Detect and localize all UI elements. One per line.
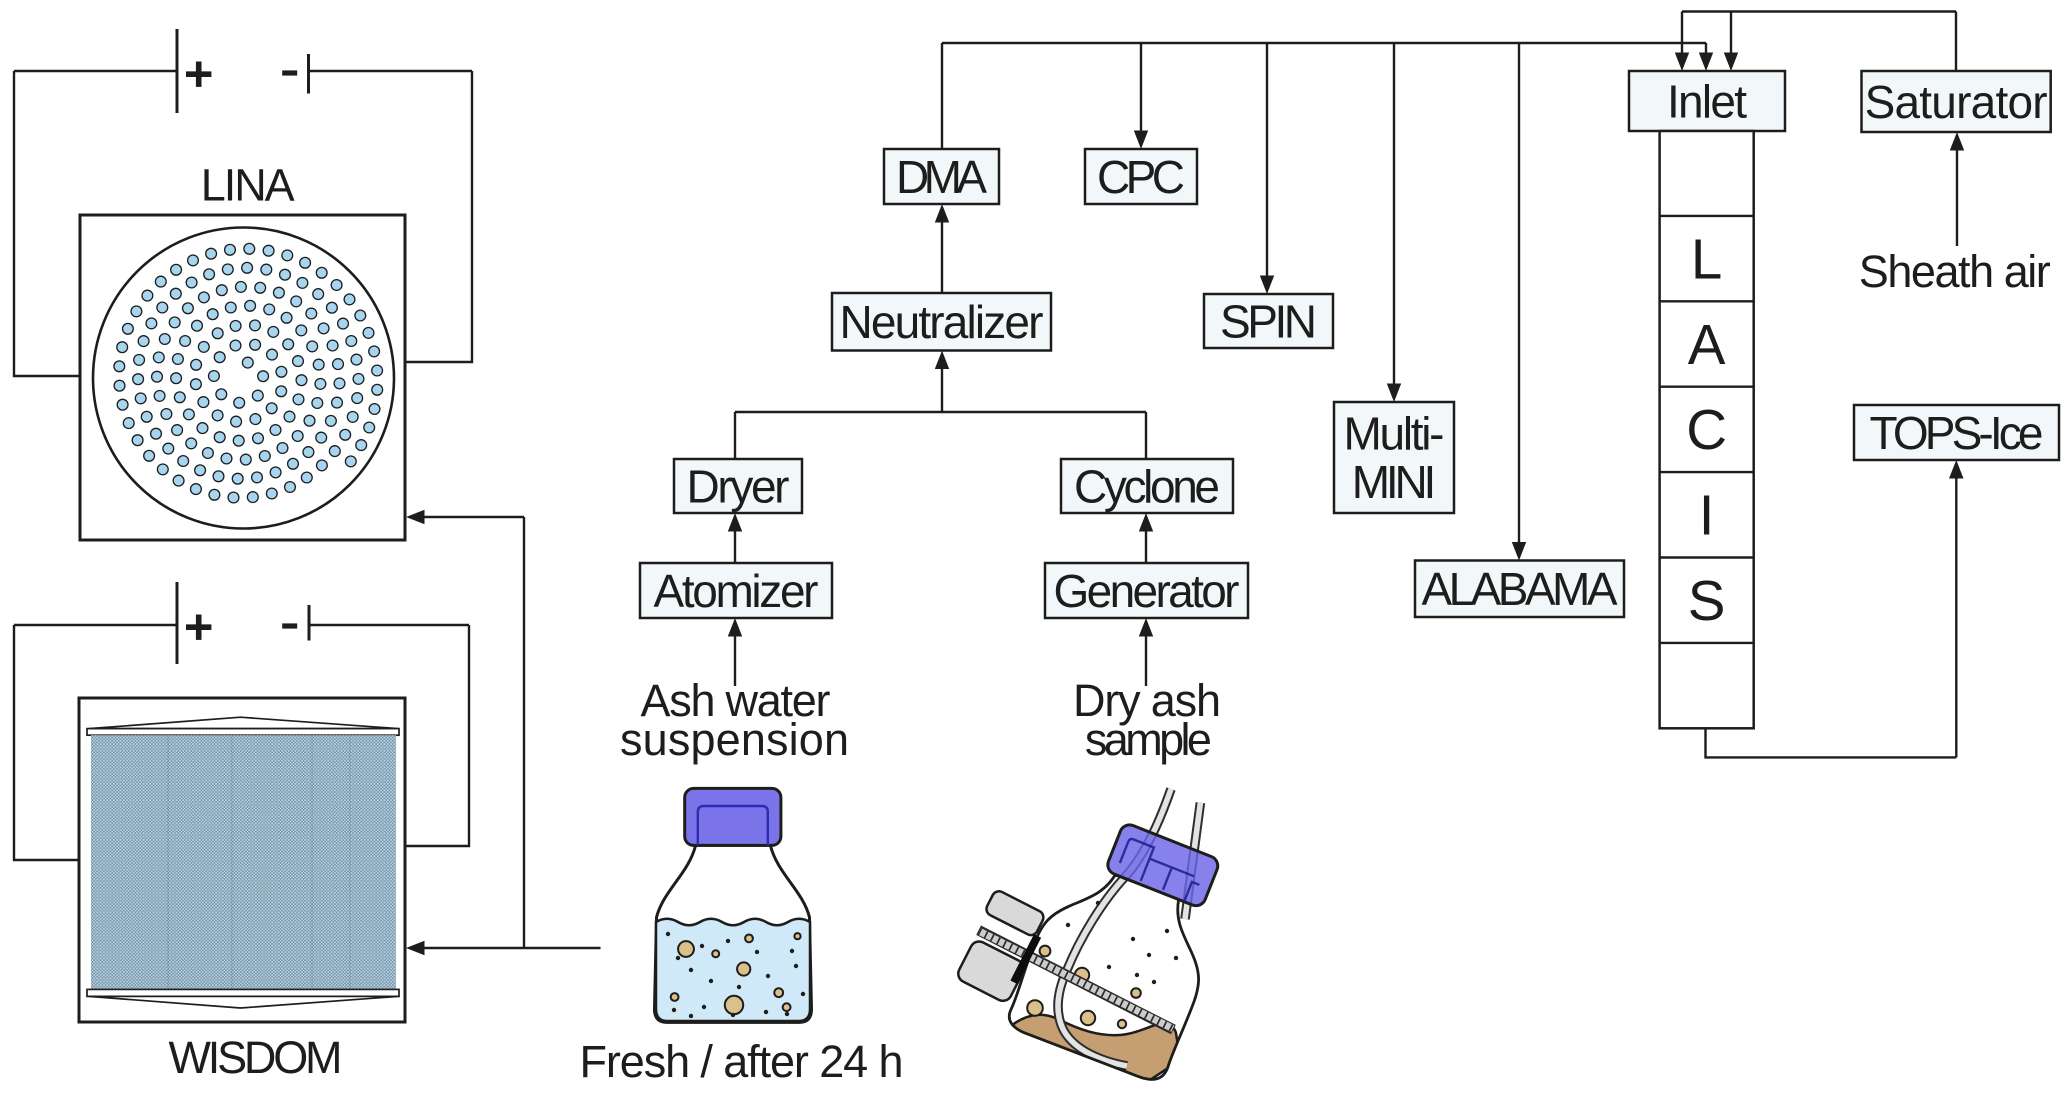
svg-text:WISDOM: WISDOM xyxy=(169,1032,343,1083)
svg-text:Dry ash: Dry ash xyxy=(1073,675,1221,726)
svg-text:I: I xyxy=(1699,484,1715,547)
svg-text:sample: sample xyxy=(1085,714,1212,765)
svg-text:Dryer: Dryer xyxy=(687,460,790,512)
svg-text:Sheath air: Sheath air xyxy=(1859,246,2051,297)
svg-text:L: L xyxy=(1691,227,1722,290)
svg-text:CPC: CPC xyxy=(1097,151,1185,203)
svg-text:ALABAMA: ALABAMA xyxy=(1422,563,1618,615)
svg-text:Fresh / after 24 h: Fresh / after 24 h xyxy=(580,1036,904,1087)
svg-text:Saturator: Saturator xyxy=(1865,76,2048,128)
svg-text:A: A xyxy=(1688,313,1726,376)
svg-text:MINI: MINI xyxy=(1352,456,1437,508)
svg-text:Multi-: Multi- xyxy=(1344,408,1445,460)
svg-text:Atomizer: Atomizer xyxy=(654,565,819,617)
svg-text:TOPS-Ice: TOPS-Ice xyxy=(1870,407,2044,459)
svg-text:Generator: Generator xyxy=(1054,565,1240,617)
svg-text:SPIN: SPIN xyxy=(1220,295,1317,347)
svg-text:Ash water: Ash water xyxy=(641,675,831,726)
svg-text:Neutralizer: Neutralizer xyxy=(840,296,1044,348)
svg-text:LINA: LINA xyxy=(201,160,295,211)
svg-text:C: C xyxy=(1686,398,1727,461)
svg-text:S: S xyxy=(1688,569,1726,632)
svg-text:Cyclone: Cyclone xyxy=(1074,460,1220,512)
svg-text:DMA: DMA xyxy=(896,151,987,203)
svg-text:suspension: suspension xyxy=(620,714,849,765)
svg-text:Inlet: Inlet xyxy=(1667,75,1747,127)
